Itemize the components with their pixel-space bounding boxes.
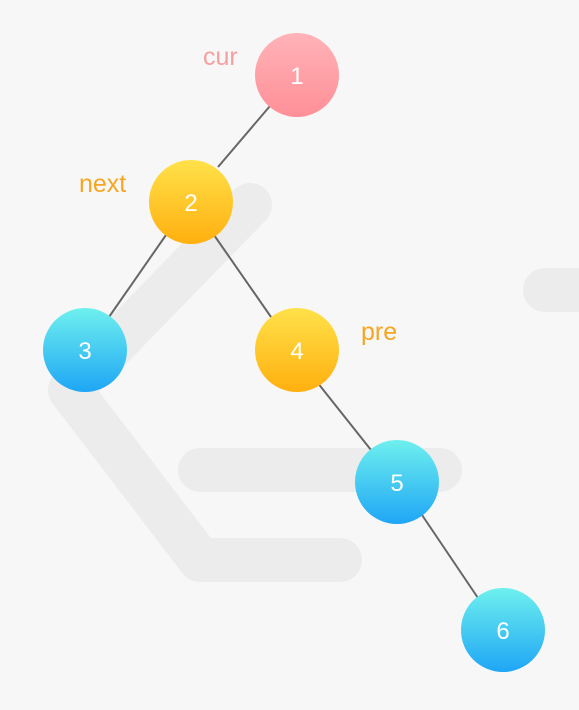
node-label: 3 <box>78 338 91 365</box>
tree-node-6: 6 <box>461 588 545 672</box>
node-label: 2 <box>184 190 197 217</box>
node-circle <box>149 160 233 244</box>
node-label: 4 <box>290 338 303 365</box>
tree-node-1: 1 <box>255 33 339 117</box>
node-label: 5 <box>390 470 403 497</box>
node-label: 1 <box>290 63 303 90</box>
tree-node-5: 5 <box>355 440 439 524</box>
next-pointer-label: next <box>79 170 126 198</box>
node-circle <box>355 440 439 524</box>
edge-4-5 <box>316 381 372 451</box>
tree-node-2: 2 <box>149 160 233 244</box>
tree-node-3: 3 <box>43 308 127 392</box>
edge-5-6 <box>419 511 479 599</box>
node-circle <box>255 308 339 392</box>
pre-pointer-label: pre <box>361 318 397 346</box>
node-label: 6 <box>496 618 509 645</box>
node-circle <box>43 308 127 392</box>
edges <box>108 105 479 599</box>
tree-node-4: 4 <box>255 308 339 392</box>
node-circle <box>461 588 545 672</box>
edge-2-4 <box>213 234 272 318</box>
cur-pointer-label: cur <box>203 43 238 71</box>
watermark-logo <box>48 183 579 582</box>
node-circle <box>255 33 339 117</box>
edge-2-3 <box>108 234 167 318</box>
edge-1-2 <box>217 105 271 168</box>
